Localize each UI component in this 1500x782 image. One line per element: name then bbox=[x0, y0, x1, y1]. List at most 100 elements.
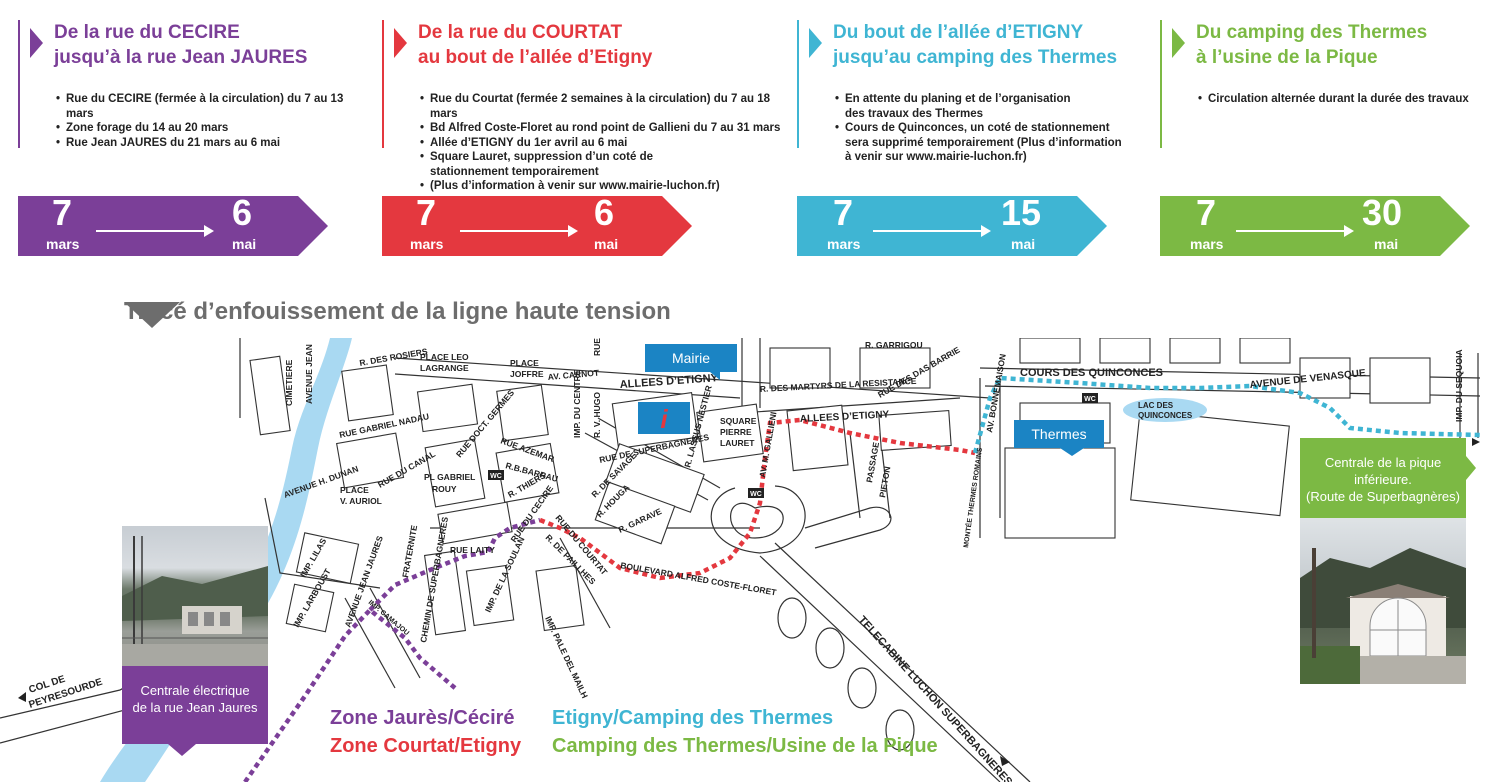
street-label: COURS DES QUINCONCES bbox=[1020, 367, 1163, 379]
wc-icon: WC bbox=[1082, 393, 1098, 403]
zone-3: Du bout de l’allée d’ETIGNY jusqu’au cam… bbox=[797, 20, 1147, 163]
zone-3-title: Du bout de l’allée d’ETIGNY jusqu’au cam… bbox=[809, 20, 1147, 70]
thermes-flag-tail bbox=[1060, 448, 1084, 456]
street-label: LAGRANGE bbox=[420, 363, 469, 373]
list-item: (Plus d’information à venir sur www.mair… bbox=[420, 179, 792, 194]
arrow-left-icon bbox=[18, 692, 26, 702]
hydro-plant-illustration bbox=[1300, 548, 1466, 684]
list-item: Rue du Courtat (fermée 2 semaines à la c… bbox=[420, 92, 792, 121]
route-blue bbox=[972, 375, 1481, 454]
list-item: Square Lauret, suppression d’un coté de … bbox=[420, 150, 720, 179]
legend-blue: Etigny/Camping des Thermes bbox=[552, 707, 834, 729]
list-item: Cours de Quinconces, un coté de stationn… bbox=[835, 121, 1124, 165]
zone-2-title: De la rue du COURTAT au bout de l’allée … bbox=[394, 20, 792, 70]
zone-2: De la rue du COURTAT au bout de l’allée … bbox=[382, 20, 792, 193]
street-label: MONTÉE THERMES ROMAINS bbox=[961, 447, 984, 549]
arrow-line bbox=[873, 230, 983, 232]
street-label: FRATERNITE bbox=[400, 524, 419, 578]
street-label: BOULEVARD ALFRED COSTE-FLORET bbox=[620, 560, 778, 597]
triangle-down-icon bbox=[124, 302, 180, 328]
street-label: PLACE bbox=[340, 485, 369, 495]
legend-right: Etigny/Camping des Thermes Camping des T… bbox=[552, 704, 938, 760]
street-label: AV. CARNOT bbox=[547, 367, 600, 382]
date-banner-3: 7 mars 15 mai bbox=[797, 192, 1107, 256]
svg-text:i: i bbox=[660, 404, 668, 434]
arrow-right-icon bbox=[1472, 438, 1480, 446]
street-label: IMP. DU SEQUOIA bbox=[1454, 349, 1464, 422]
date-banner-2: 7 mars 6 mai bbox=[382, 192, 692, 256]
list-item: Bd Alfred Coste-Floret au rond point de … bbox=[420, 121, 792, 136]
thermes-flag: Thermes bbox=[1014, 420, 1104, 448]
street-label: ROUY bbox=[432, 484, 457, 494]
mairie-flag-tail bbox=[710, 372, 720, 380]
banner-arrow-shape bbox=[18, 196, 328, 256]
arrow-line bbox=[460, 230, 570, 232]
list-item: Circulation alternée durant la durée des… bbox=[1198, 92, 1480, 107]
street-label: PL GABRIEL bbox=[424, 472, 475, 482]
arrow-right-icon bbox=[204, 225, 214, 237]
svg-text:WC: WC bbox=[1084, 396, 1096, 403]
telecabine-pylons bbox=[777, 597, 915, 751]
lake bbox=[1123, 398, 1207, 422]
banner-arrow-shape bbox=[1160, 196, 1470, 256]
street-label: CIMETIERE bbox=[284, 359, 294, 406]
street-map: WC WC WC CIMETIERE AVENUE JEAN R. DES RO… bbox=[0, 338, 1481, 782]
street-label: AVENUE JEAN bbox=[304, 344, 314, 404]
list-item: Rue du CECIRE (fermée à la circulation) … bbox=[56, 92, 363, 121]
triangle-marker-icon bbox=[394, 28, 407, 58]
street-label: IMP. CAMAJOU bbox=[367, 599, 410, 637]
arrow-right-icon bbox=[1000, 756, 1010, 766]
mairie-flag: Mairie bbox=[645, 344, 737, 372]
triangle-marker-icon bbox=[30, 28, 43, 58]
triangle-marker-icon bbox=[1172, 28, 1185, 58]
legend-purple: Zone Jaurès/Céciré bbox=[330, 707, 515, 729]
svg-text:WC: WC bbox=[490, 473, 502, 480]
zone-1-items: Rue du CECIRE (fermée à la circulation) … bbox=[30, 92, 363, 150]
street-label: R. DES ROSIERS bbox=[359, 346, 429, 368]
street-label: SQUARE bbox=[720, 416, 757, 426]
date-banner-4: 7 mars 30 mai bbox=[1160, 192, 1470, 256]
arrow-right-icon bbox=[568, 225, 578, 237]
route-purple-main bbox=[243, 517, 541, 782]
street-label: RUE bbox=[592, 338, 602, 356]
label-pointer bbox=[1466, 456, 1476, 480]
wc-icon: WC bbox=[748, 488, 764, 498]
label-centrale-pique: Centrale de la pique inférieure. (Route … bbox=[1300, 438, 1466, 518]
street-label: ALLEES D’ETIGNY bbox=[800, 409, 890, 425]
label-centrale-jean-jaures: Centrale électrique de la rue Jean Jaure… bbox=[122, 666, 268, 744]
arrow-line bbox=[1236, 230, 1346, 232]
zone-1-title: De la rue du CECIRE jusqu’à la rue Jean … bbox=[30, 20, 363, 70]
arrow-line bbox=[96, 230, 206, 232]
power-station-illustration bbox=[122, 536, 268, 666]
banner-arrow-shape bbox=[382, 196, 692, 256]
route-red bbox=[539, 417, 976, 581]
zone-3-items: En attente du planing et de l’organisati… bbox=[809, 92, 1124, 165]
date-banner-1: 7 mars 6 mai bbox=[18, 192, 328, 256]
banner-arrow-shape bbox=[797, 196, 1107, 256]
zone-4-items: Circulation alternée durant la durée des… bbox=[1172, 92, 1480, 107]
lake-label-2: QUINCONCES bbox=[1138, 411, 1193, 420]
street-label: PLACE bbox=[510, 358, 539, 368]
wc-icon: WC bbox=[488, 470, 504, 480]
label-tail bbox=[168, 744, 196, 756]
list-item: Zone forage du 14 au 20 mars bbox=[56, 121, 363, 136]
arrow-right-icon bbox=[1344, 225, 1354, 237]
arrow-right-icon bbox=[981, 225, 991, 237]
photo-centrale-jean-jaures bbox=[122, 526, 268, 666]
street-label: V. AURIOL bbox=[340, 496, 382, 506]
zone-4: Du camping des Thermes à l’usine de la P… bbox=[1160, 20, 1480, 148]
legend-left: Zone Jaurès/Céciré Zone Courtat/Etigny bbox=[330, 704, 521, 760]
tourist-info-icon: i bbox=[638, 402, 690, 434]
street-label: R. V. HUGO bbox=[592, 392, 602, 438]
street-label: PASSAGE bbox=[864, 441, 881, 483]
building-blocks bbox=[249, 338, 1431, 636]
lake-label-1: LAC DES bbox=[1138, 401, 1174, 410]
street-label: PIERRE bbox=[720, 427, 752, 437]
svg-text:WC: WC bbox=[750, 491, 762, 498]
section-title: Tracé d’enfouissement de la ligne haute … bbox=[50, 298, 671, 328]
street-label: RUE LAITY bbox=[450, 545, 495, 555]
street-label: R. GARRIGOU bbox=[865, 340, 923, 350]
street-label: IMP. DU CENTRE bbox=[572, 369, 582, 438]
legend-red: Zone Courtat/Etigny bbox=[330, 735, 522, 757]
street-label: LAURET bbox=[720, 438, 755, 448]
